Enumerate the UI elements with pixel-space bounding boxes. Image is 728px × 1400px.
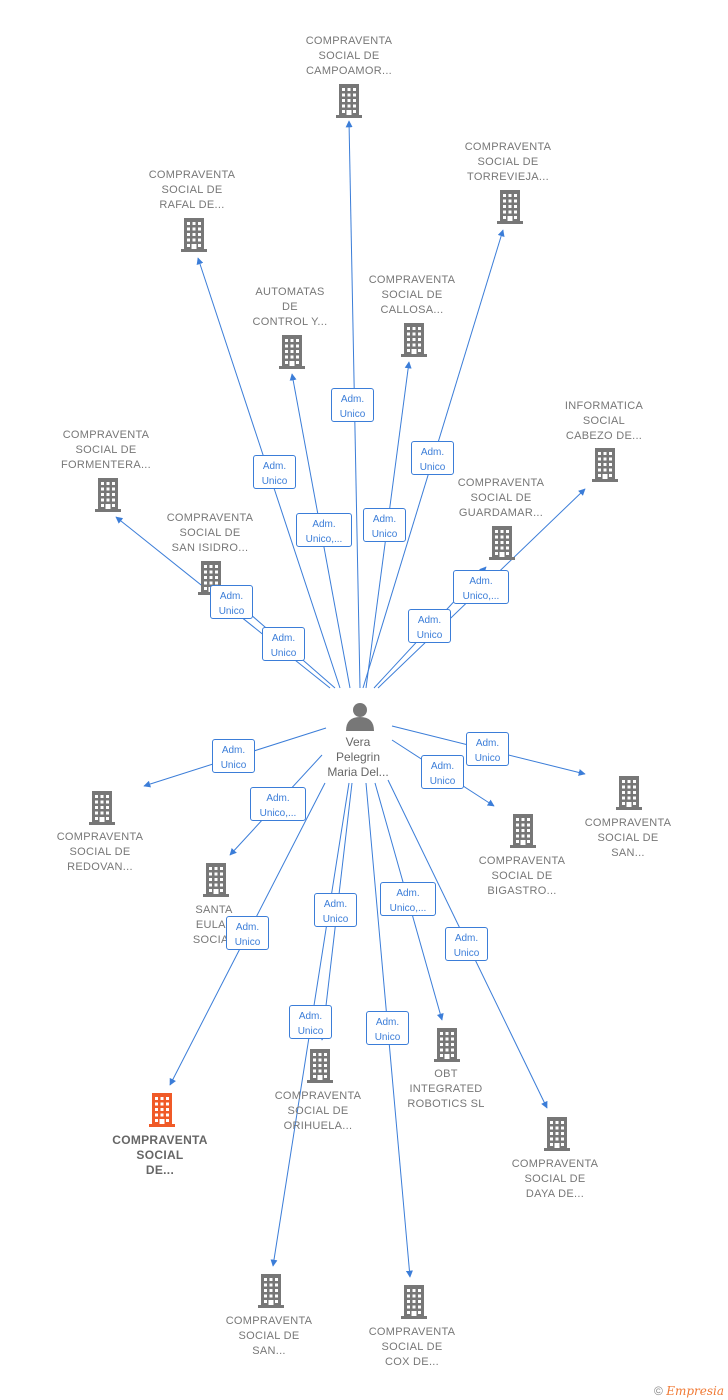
building-icon-callosa[interactable]: [401, 323, 427, 357]
building-icon-santaeulalia[interactable]: [203, 863, 229, 897]
edge-label-orihuela[interactable]: Adm. Unico: [314, 893, 357, 927]
person-icon[interactable]: [346, 703, 374, 731]
building-icon-bigastro[interactable]: [510, 814, 536, 848]
building-icon-cox[interactable]: [401, 1285, 427, 1319]
edge-label-guardamar[interactable]: Adm. Unico: [408, 609, 451, 643]
company-label-sanisidro[interactable]: COMPRAVENTA SOCIAL DE SAN ISIDRO...: [166, 512, 254, 554]
company-label-guardamar[interactable]: COMPRAVENTA SOCIAL DE GUARDAMAR...: [457, 477, 545, 519]
company-label-obt[interactable]: OBT INTEGRATED ROBOTICS SL: [407, 1068, 485, 1110]
building-icon-san_right[interactable]: [616, 776, 642, 810]
edge-label-bigastro[interactable]: Adm. Unico: [421, 755, 464, 789]
company-label-redovan[interactable]: COMPRAVENTA SOCIAL DE REDOVAN...: [56, 831, 144, 873]
company-label-callosa[interactable]: COMPRAVENTA SOCIAL DE CALLOSA...: [368, 274, 456, 316]
building-icon-automatas[interactable]: [279, 335, 305, 369]
watermark: © Empresia: [654, 1384, 724, 1398]
edge-label-obt[interactable]: Adm. Unico,...: [380, 882, 436, 916]
edge-label-san_bottom[interactable]: Adm. Unico: [289, 1005, 332, 1039]
building-icon-orihuela[interactable]: [307, 1049, 333, 1083]
building-icon-highlighted[interactable]: [149, 1093, 175, 1127]
building-icon-formentera[interactable]: [95, 478, 121, 512]
company-label-daya[interactable]: COMPRAVENTA SOCIAL DE DAYA DE...: [511, 1158, 599, 1200]
company-label-san_bottom[interactable]: COMPRAVENTA SOCIAL DE SAN...: [225, 1315, 313, 1357]
building-icon-rafal[interactable]: [181, 218, 207, 252]
building-icon-guardamar[interactable]: [489, 526, 515, 560]
brand-logo: Empresia: [666, 1384, 724, 1398]
company-label-san_right[interactable]: COMPRAVENTA SOCIAL DE SAN...: [584, 817, 672, 859]
edge-label-rafal[interactable]: Adm. Unico: [253, 455, 296, 489]
copyright-symbol: ©: [654, 1384, 663, 1398]
edge-label-sanisidro[interactable]: Adm. Unico: [262, 627, 305, 661]
edge-label-campoamor[interactable]: Adm. Unico: [331, 388, 374, 422]
company-label-rafal[interactable]: COMPRAVENTA SOCIAL DE RAFAL DE...: [148, 169, 236, 211]
edge-label-daya[interactable]: Adm. Unico: [445, 927, 488, 961]
edge-label-santaeulalia[interactable]: Adm. Unico,...: [250, 787, 306, 821]
company-label-informatica[interactable]: INFORMATICA SOCIAL CABEZO DE...: [564, 400, 644, 442]
company-label-highlighted[interactable]: COMPRAVENTA SOCIAL DE...: [112, 1133, 208, 1177]
company-label-formentera[interactable]: COMPRAVENTA SOCIAL DE FORMENTERA...: [60, 429, 152, 471]
edge-label-torrevieja[interactable]: Adm. Unico: [411, 441, 454, 475]
company-label-santaeulalia[interactable]: SANTA EULAL SOCIAL: [192, 904, 236, 946]
company-label-campoamor[interactable]: COMPRAVENTA SOCIAL DE CAMPOAMOR...: [305, 35, 393, 77]
edge-label-automatas[interactable]: Adm. Unico,...: [296, 513, 352, 547]
company-label-bigastro[interactable]: COMPRAVENTA SOCIAL DE BIGASTRO...: [478, 855, 566, 897]
building-icon-campoamor[interactable]: [336, 84, 362, 118]
building-icon-redovan[interactable]: [89, 791, 115, 825]
edge-label-callosa[interactable]: Adm. Unico: [363, 508, 406, 542]
edge-label-redovan[interactable]: Adm. Unico: [212, 739, 255, 773]
company-label-orihuela[interactable]: COMPRAVENTA SOCIAL DE ORIHUELA...: [274, 1090, 362, 1132]
building-icon-torrevieja[interactable]: [497, 190, 523, 224]
company-label-torrevieja[interactable]: COMPRAVENTA SOCIAL DE TORREVIEJA...: [464, 141, 552, 183]
edge-label-informatica[interactable]: Adm. Unico,...: [453, 570, 509, 604]
company-label-cox[interactable]: COMPRAVENTA SOCIAL DE COX DE...: [368, 1326, 456, 1368]
building-icon-informatica[interactable]: [592, 448, 618, 482]
company-label-automatas[interactable]: AUTOMATAS DE CONTROL Y...: [252, 286, 328, 328]
building-icon-san_bottom[interactable]: [258, 1274, 284, 1308]
building-icon-daya[interactable]: [544, 1117, 570, 1151]
edge-label-cox[interactable]: Adm. Unico: [366, 1011, 409, 1045]
person-label[interactable]: Vera Pelegrin Maria Del...: [327, 735, 389, 779]
edge-label-highlighted[interactable]: Adm. Unico: [226, 916, 269, 950]
edge-label-formentera[interactable]: Adm. Unico: [210, 585, 253, 619]
building-icon-obt[interactable]: [434, 1028, 460, 1062]
edge-label-san_right[interactable]: Adm. Unico: [466, 732, 509, 766]
